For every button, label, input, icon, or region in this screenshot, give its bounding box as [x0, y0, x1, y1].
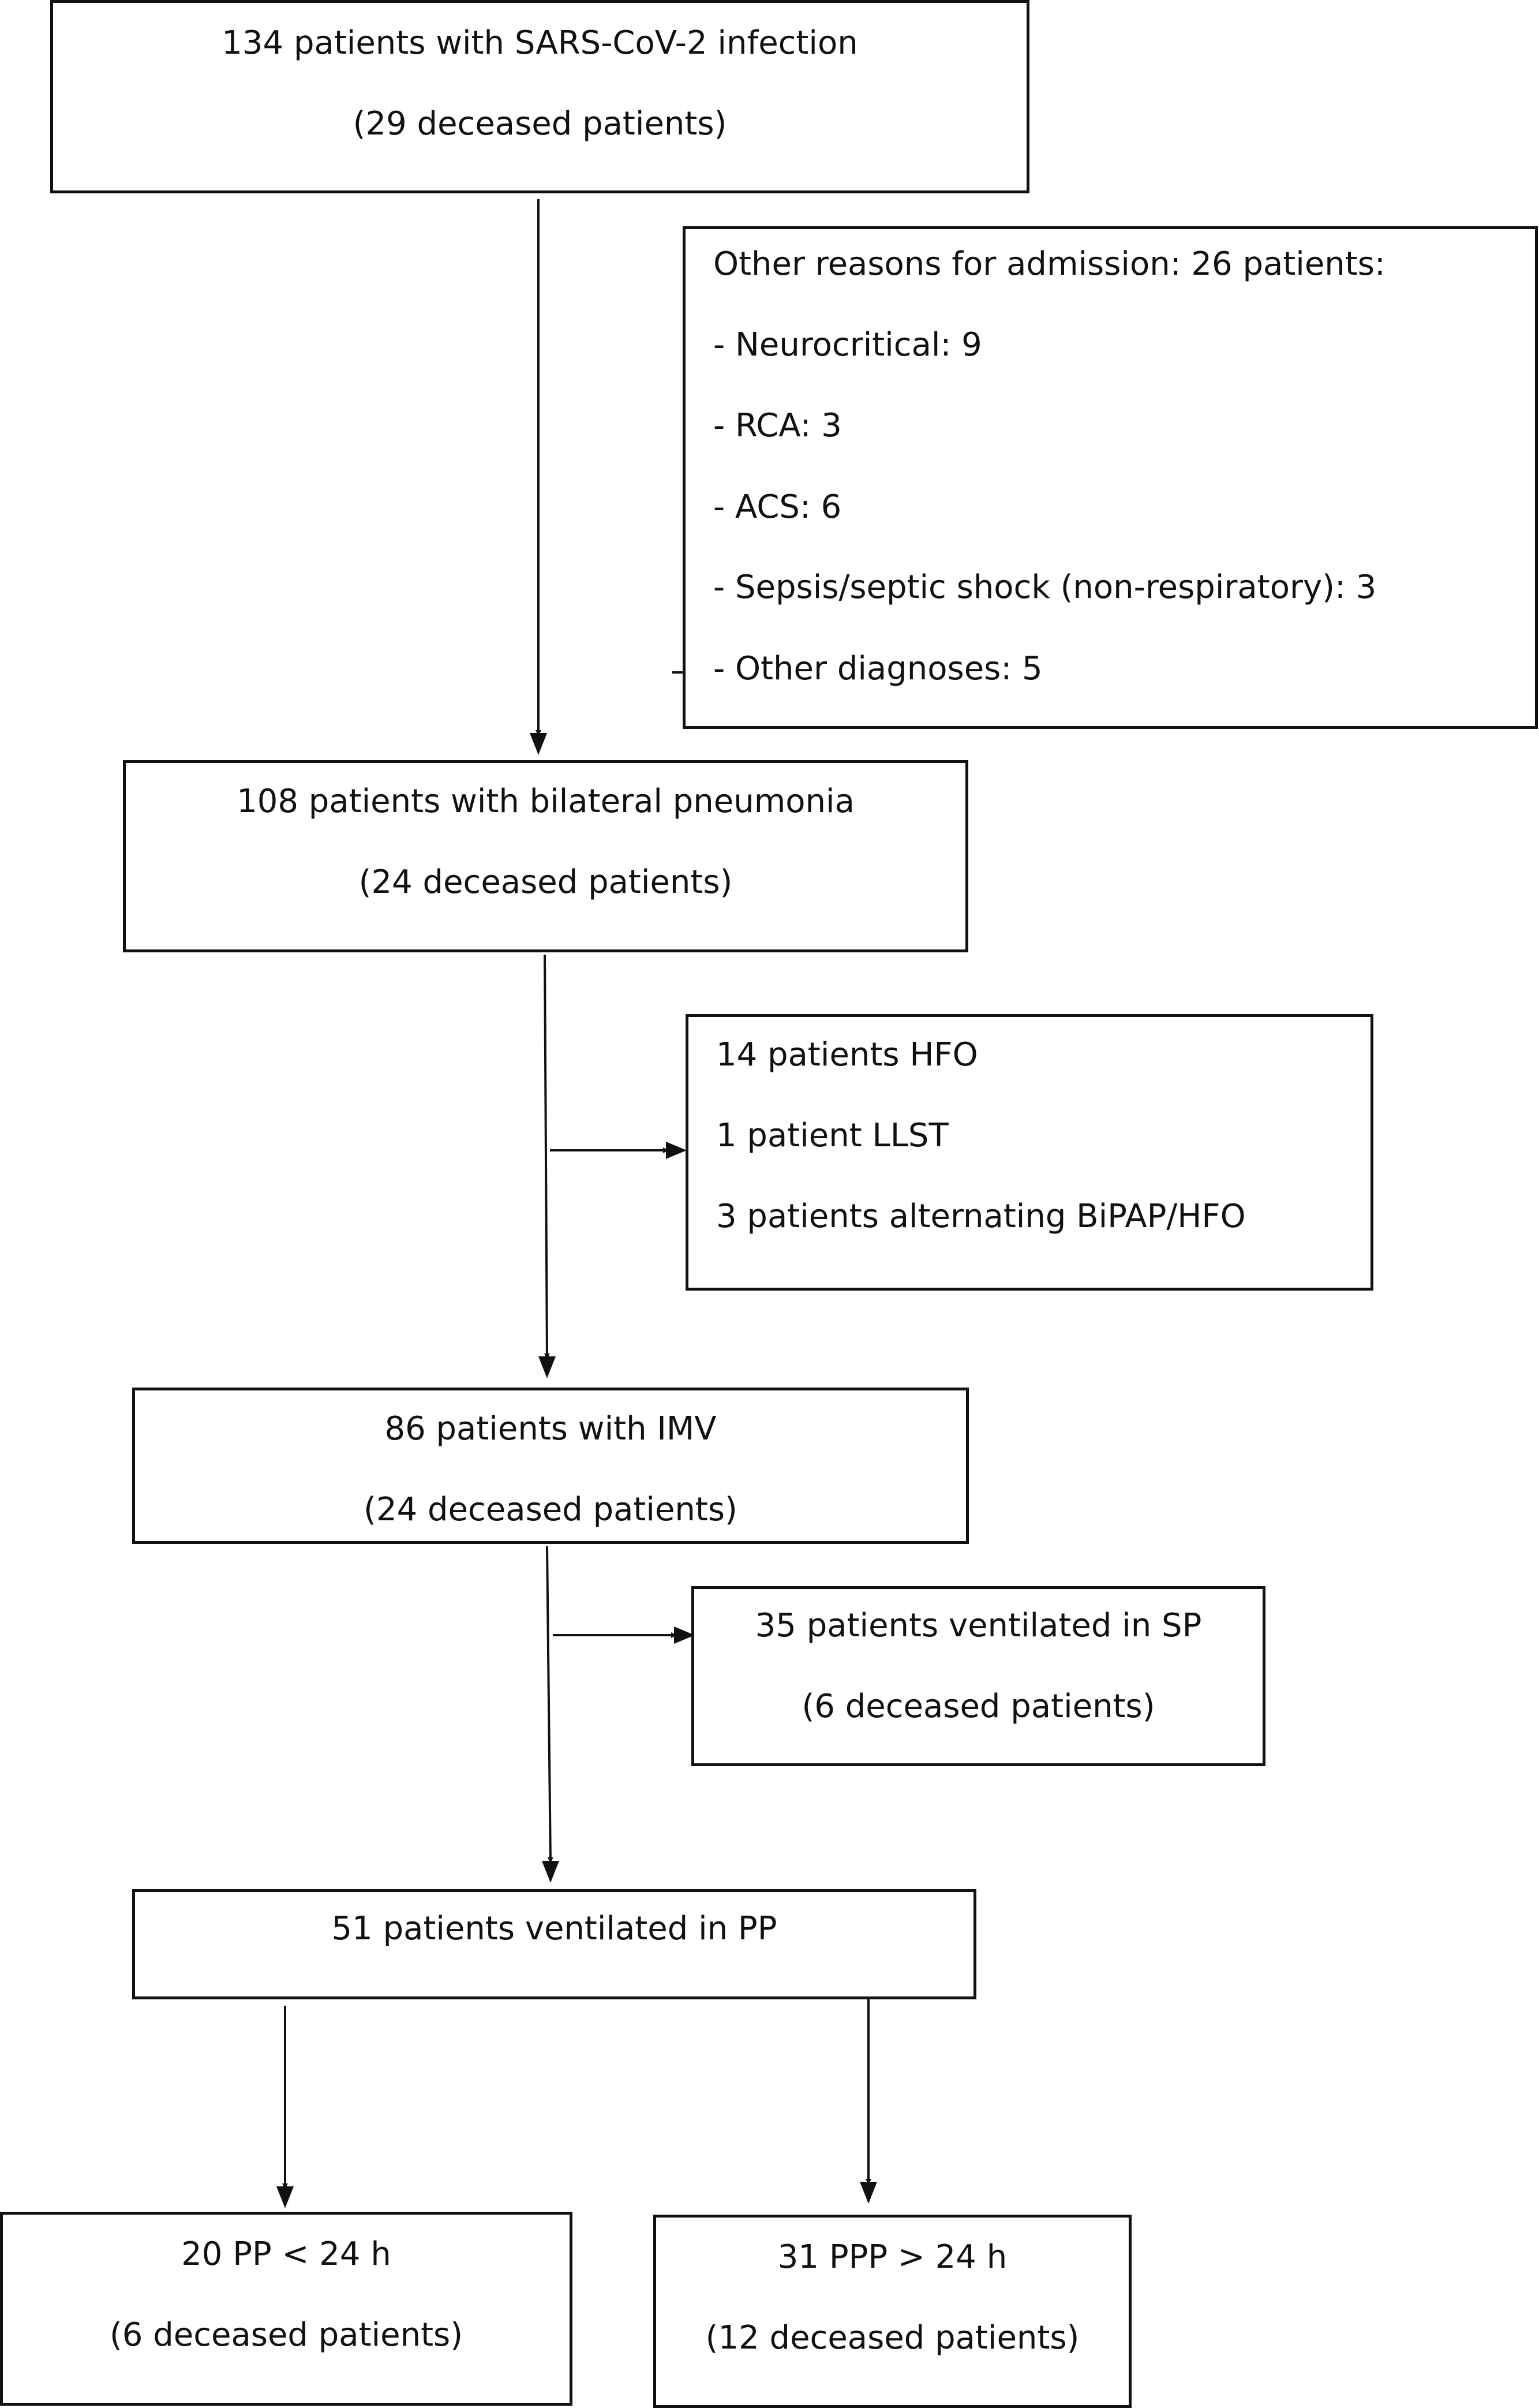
noninvasive-hfo-label: 14 patients HFO: [716, 1036, 978, 1074]
arrowhead-prone-to-short: [276, 2186, 294, 2208]
excluded-acs-label: - ACS: 6: [713, 488, 842, 526]
pneumonia-patients-box: 108 patients with bilateral pneumonia (2…: [123, 760, 968, 952]
arrowhead-to-noninvasive: [666, 1142, 687, 1159]
arrow-pneumonia-to-imv: [544, 954, 550, 1359]
noninvasive-patients-box: 14 patients HFO 1 patient LLST 3 patient…: [686, 1014, 1373, 1291]
excluded-other-label: - Other diagnoses: 5: [713, 650, 1043, 687]
long-prone-box: 31 PPP > 24 h (12 deceased patients): [653, 2215, 1132, 2408]
prone-patients-box: 51 patients ventilated in PP: [132, 1889, 976, 1999]
excluded-rca-label: - RCA: 3: [713, 407, 842, 444]
pneumonia-patients-label: 108 patients with bilateral pneumonia: [237, 783, 855, 820]
arrow-imv-to-prone: [546, 1546, 553, 1863]
arrowhead-to-supine: [674, 1626, 695, 1644]
supine-patients-box: 35 patients ventilated in SP (6 deceased…: [691, 1586, 1265, 1766]
long-prone-deceased-label: (12 deceased patients): [705, 2319, 1080, 2357]
excluded-patients-box: Other reasons for admission: 26 patients…: [683, 226, 1538, 729]
pneumonia-deceased-label: (24 deceased patients): [358, 863, 733, 901]
excluded-header-label: Other reasons for admission: 26 patients…: [713, 245, 1386, 283]
total-deceased-label: (29 deceased patients): [353, 105, 727, 143]
excluded-neurocritical-label: - Neurocritical: 9: [713, 326, 982, 364]
short-prone-deceased-label: (6 deceased patients): [109, 2316, 463, 2354]
arrowhead-total-to-pneumonia: [530, 733, 547, 755]
noninvasive-bipap-label: 3 patients alternating BiPAP/HFO: [716, 1198, 1246, 1235]
total-patients-box: 134 patients with SARS-CoV-2 infection (…: [50, 0, 1029, 193]
prone-patients-label: 51 patients ventilated in PP: [331, 1910, 777, 1947]
imv-patients-label: 86 patients with IMV: [384, 1410, 717, 1448]
supine-patients-label: 35 patients ventilated in SP: [755, 1607, 1202, 1644]
arrowhead-prone-to-long: [860, 2182, 877, 2204]
total-patients-label: 134 patients with SARS-CoV-2 infection: [222, 24, 858, 62]
excluded-sepsis-label: - Sepsis/septic shock (non-respiratory):…: [713, 569, 1377, 606]
short-prone-label: 20 PP < 24 h: [181, 2235, 391, 2273]
long-prone-label: 31 PPP > 24 h: [777, 2238, 1008, 2276]
supine-deceased-label: (6 deceased patients): [802, 1688, 1155, 1725]
arrowhead-pneumonia-to-imv: [538, 1356, 556, 1378]
noninvasive-llst-label: 1 patient LLST: [716, 1117, 949, 1154]
arrowhead-imv-to-prone: [542, 1861, 559, 1883]
imv-patients-box: 86 patients with IMV (24 deceased patien…: [132, 1388, 969, 1544]
imv-deceased-label: (24 deceased patients): [364, 1491, 737, 1528]
short-prone-box: 20 PP < 24 h (6 deceased patients): [0, 2212, 572, 2406]
